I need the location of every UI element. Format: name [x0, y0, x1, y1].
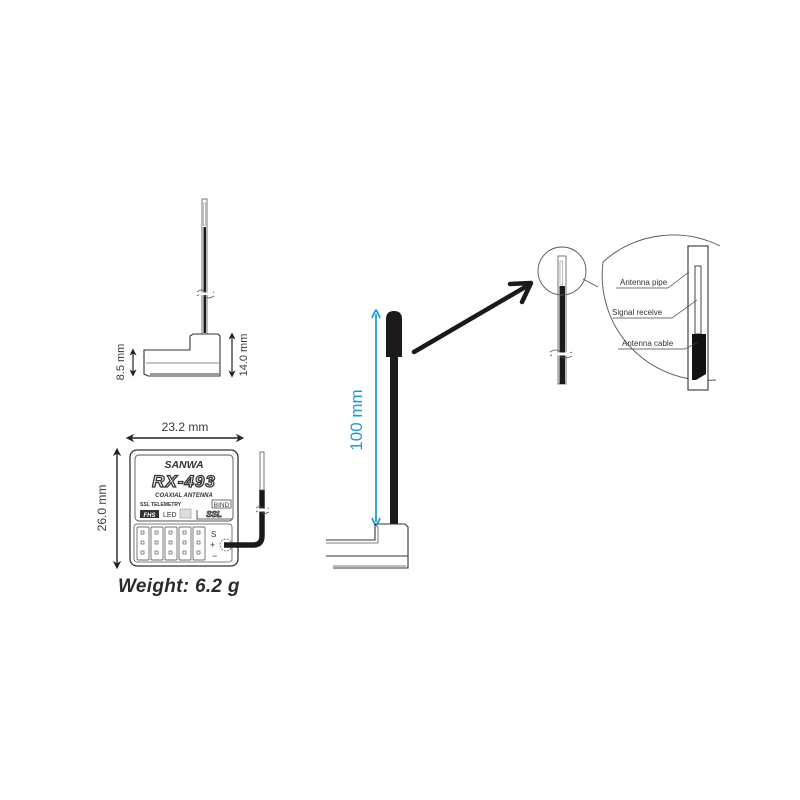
fhs-label: FHS — [144, 513, 156, 519]
zoom-arrow-icon — [411, 280, 534, 355]
dim-14-0: 14.0 mm — [238, 334, 250, 377]
receiver-edge-body — [326, 523, 409, 569]
magnify-circle-small — [537, 246, 587, 296]
dim-height: 26.0 mm — [95, 485, 109, 532]
bind-label: BIND — [214, 502, 230, 509]
top-view: 23.2 mm 26.0 mm SANWA RX-493 COAXIAL ANT… — [95, 420, 270, 570]
brand-label: SANWA — [164, 459, 203, 471]
servo-pin-header: S + − — [133, 523, 233, 563]
side-view: 8.5 mm 14.0 mm — [115, 198, 250, 381]
dim-8-5: 8.5 mm — [115, 344, 127, 381]
bind-button — [211, 499, 232, 509]
weight-label: Weight: 6.2 g — [118, 576, 240, 597]
pin-label-signal: S — [211, 530, 216, 539]
antenna-pipe-icon — [196, 198, 215, 335]
label-antenna-pipe: Antenna pipe — [620, 278, 668, 287]
model-label: RX-493 — [152, 472, 216, 491]
led-indicator — [179, 508, 192, 519]
telemetry-label: SSL TELEMETRY — [140, 502, 182, 508]
antenna-lead-icon — [219, 451, 270, 552]
ssl-label: SSL — [206, 510, 222, 519]
antenna-length-view: 100 mm — [326, 311, 409, 569]
led-label: LED — [163, 512, 177, 519]
label-signal-receive: Signal receive — [612, 308, 663, 317]
receiver-side-body — [143, 333, 221, 377]
pin-label-plus: + — [210, 540, 215, 550]
antenna-type-label: COAXIAL ANTENNA — [155, 493, 213, 499]
dim-width: 23.2 mm — [162, 420, 209, 434]
antenna-wire-icon — [390, 314, 398, 524]
dim-antenna-length: 100 mm — [347, 389, 366, 450]
antenna-tip-icon — [386, 311, 402, 357]
magnify-circle-large — [601, 234, 721, 381]
pin-label-minus: − — [212, 551, 217, 561]
antenna-detail-view: Antenna pipe Signal receive Antenna cabl… — [537, 234, 721, 391]
label-antenna-cable: Antenna cable — [622, 339, 674, 348]
